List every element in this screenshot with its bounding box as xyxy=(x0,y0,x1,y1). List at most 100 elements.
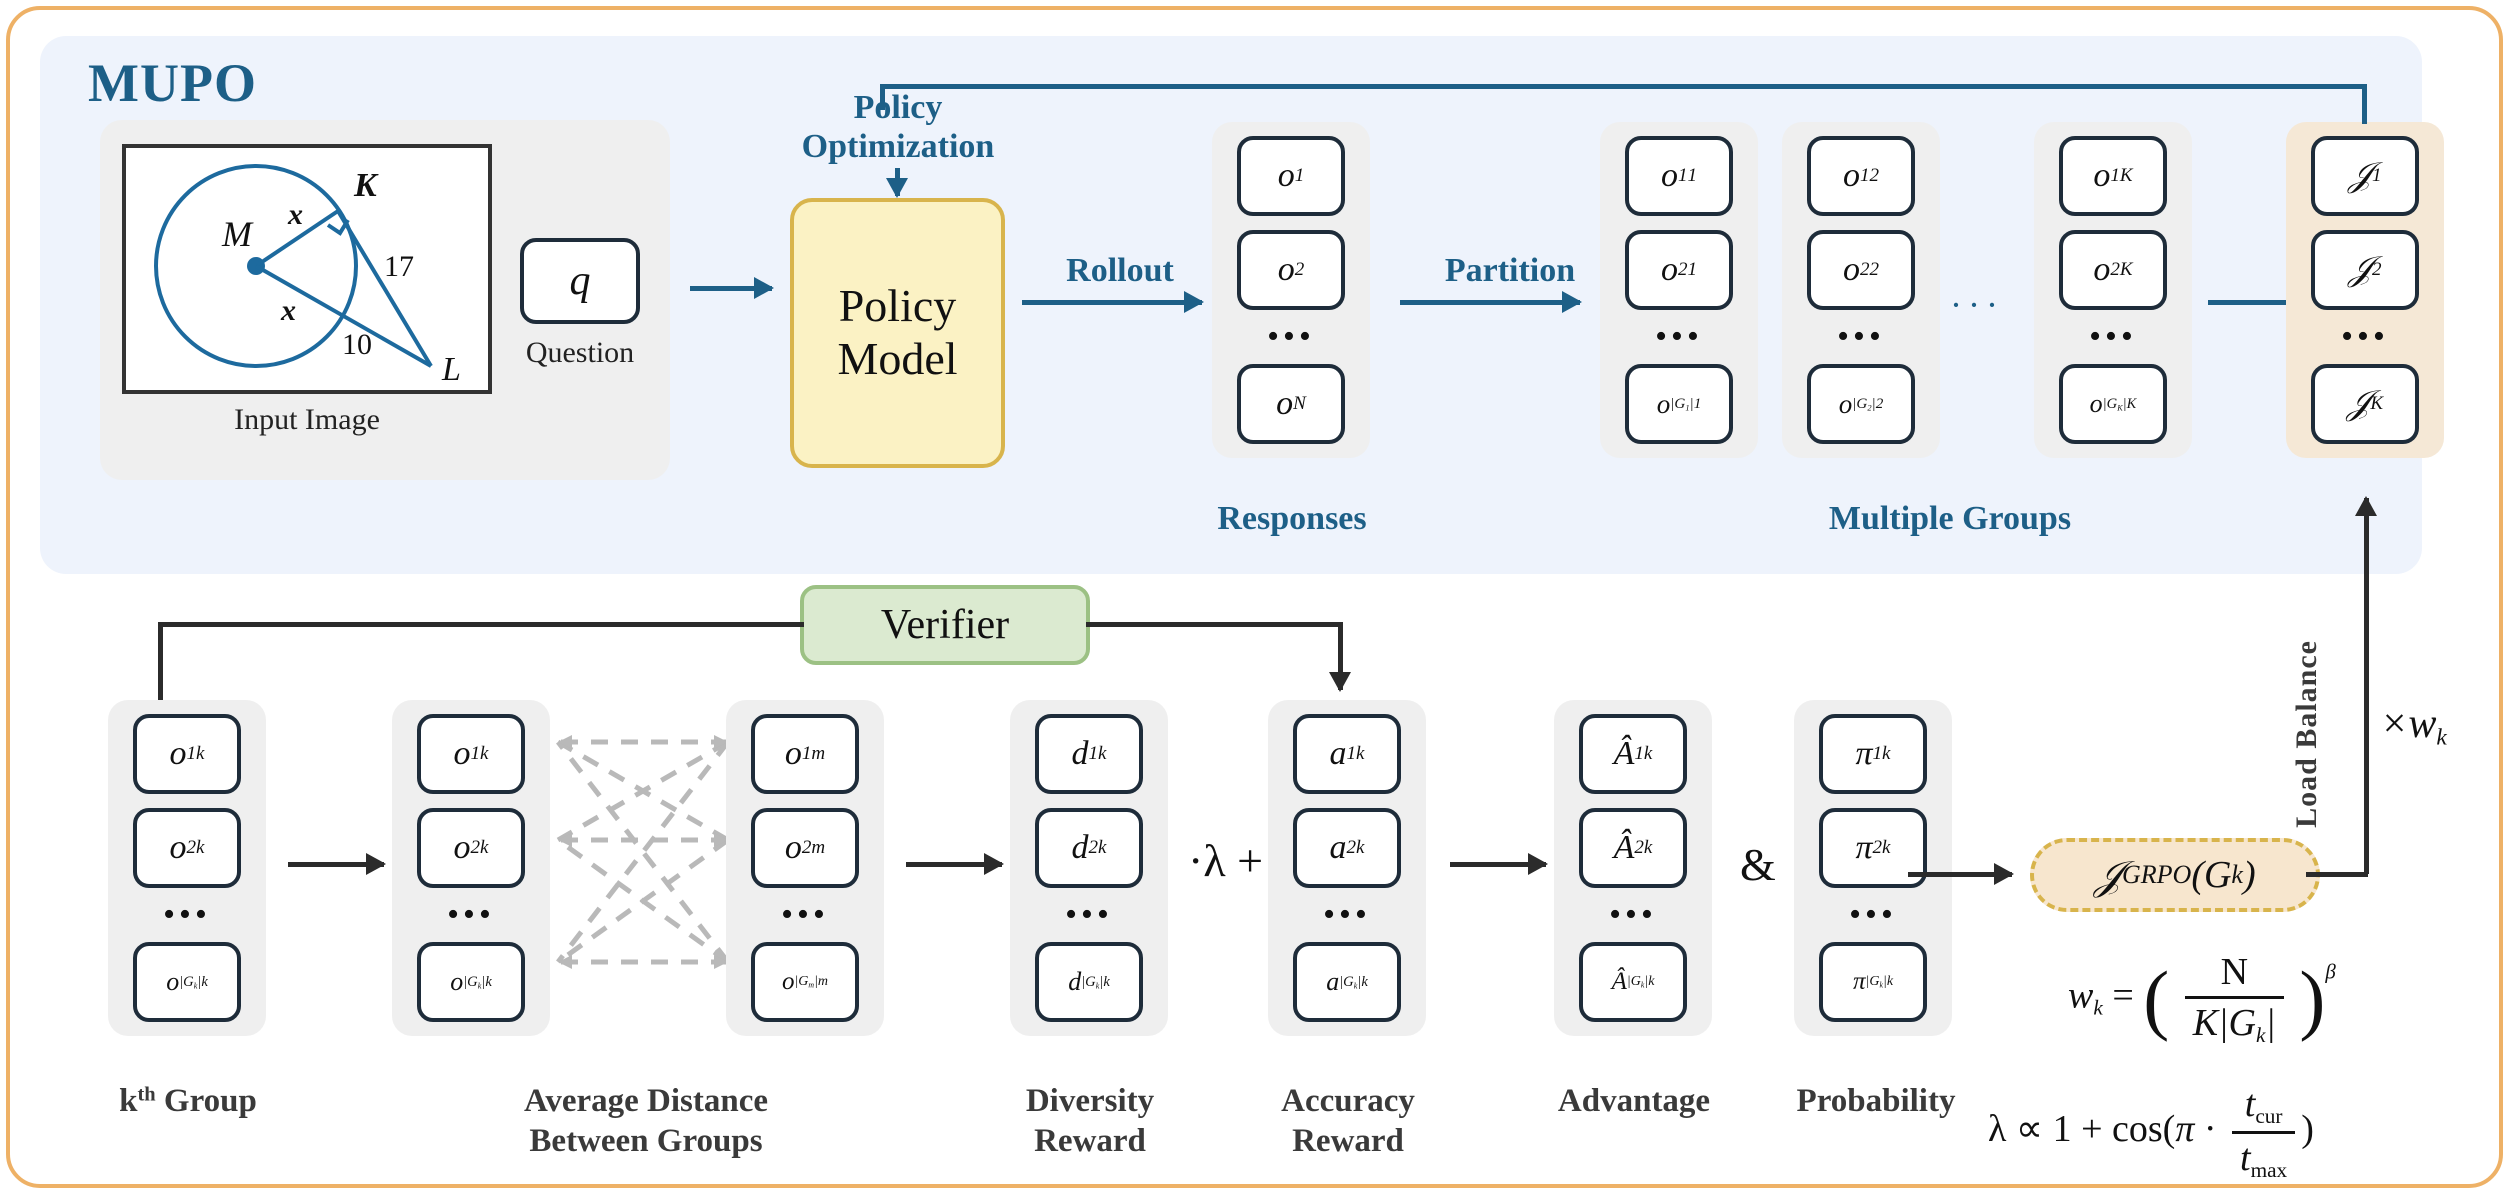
policy-model-box: Policy Model xyxy=(790,198,1005,468)
formula-weight-numerator: N xyxy=(2184,950,2284,999)
partition-label: Partition xyxy=(1444,252,1576,289)
formula-lambda-numerator: tcur xyxy=(2232,1082,2296,1134)
input-image-caption: Input Image xyxy=(234,403,380,436)
arrow-question-to-policy xyxy=(690,277,774,299)
and-operator: & xyxy=(1740,839,1776,890)
feedback-line-vertical-left xyxy=(880,84,885,110)
load-balance-label: Load Balance xyxy=(2290,640,2323,828)
weight-multiplier-label: ×wk xyxy=(2380,701,2447,751)
arrow-partition xyxy=(1400,291,1582,313)
verifier-to-accuracy-arrow xyxy=(1329,622,1351,692)
diversity-ellipsis: ••• xyxy=(1065,895,1113,933)
input-image-group: M K L x x 17 10 Input Image q Question xyxy=(100,120,670,480)
verifier-right-line xyxy=(1086,622,1341,627)
arrow-policy-opt-down xyxy=(886,168,908,198)
page-title: MUPO xyxy=(88,53,257,113)
arrow-accuracy-to-advantage xyxy=(1450,853,1548,875)
svg-text:10: 10 xyxy=(342,328,372,361)
arrow-kth-to-distance xyxy=(288,853,386,875)
svg-text:17: 17 xyxy=(384,250,414,283)
geometry-figure: M K L x x 17 10 xyxy=(122,144,492,394)
formula-weight: wk = ( N K|Gk| )β xyxy=(2068,950,2336,1047)
kth-group-caption: kth Group xyxy=(119,1083,257,1119)
accuracy-caption: Accuracy Reward xyxy=(1281,1083,1415,1159)
question-token: q xyxy=(520,238,640,324)
groups-horizontal-ellipsis: ··· xyxy=(1950,285,2004,325)
svg-text:K: K xyxy=(353,167,379,204)
formula-weight-denominator: K|Gk| xyxy=(2192,1002,2276,1047)
distance-left-cell: o|Gk|k xyxy=(417,942,525,1022)
distance-right-ellipsis: ••• xyxy=(781,895,829,933)
group-cell: o|GK|K xyxy=(2059,364,2167,444)
formula-lambda-denominator: tmax xyxy=(2240,1136,2288,1182)
lambda-operator: ·λ + xyxy=(1188,835,1264,886)
distance-left-ellipsis: ••• xyxy=(447,895,495,933)
distance-dashed-network xyxy=(556,735,730,969)
responses-caption: Responses xyxy=(1217,500,1367,537)
diversity-caption: Diversity Reward xyxy=(1025,1083,1155,1159)
arrow-distance-to-diversity xyxy=(906,853,1004,875)
diversity-cell: d|Gk|k xyxy=(1035,942,1143,1022)
policy-optimization-label: Policy Optimization xyxy=(801,89,995,166)
accuracy-cell: a|Gk|k xyxy=(1293,942,1401,1022)
load-balance-elbow xyxy=(2306,872,2368,877)
geometry-svg: M K L x x 17 10 xyxy=(154,164,461,388)
group-ellipsis: ••• xyxy=(1837,317,1885,355)
multiple-groups-caption: Multiple Groups xyxy=(1828,500,2072,537)
objectives-ellipsis: ••• xyxy=(2341,317,2389,355)
kth-group-ellipsis: ••• xyxy=(163,895,211,933)
feedback-line-horizontal xyxy=(880,84,2367,89)
accuracy-ellipsis: ••• xyxy=(1323,895,1371,933)
verifier-left-drop xyxy=(158,622,163,702)
probability-caption: Probability xyxy=(1796,1083,1956,1119)
distance-right-cell: o|Gm|m xyxy=(751,942,859,1022)
feedback-line-vertical-right xyxy=(2362,84,2367,124)
advantage-cell: Â|Gk|k xyxy=(1579,942,1687,1022)
svg-text:x: x xyxy=(287,198,303,231)
formula-weight-exponent: β xyxy=(2325,959,2336,984)
verifier-box: Verifier xyxy=(800,585,1090,665)
question-caption: Question xyxy=(525,336,635,369)
group-ellipsis: ••• xyxy=(2089,317,2137,355)
svg-text:x: x xyxy=(280,294,296,327)
rollout-label: Rollout xyxy=(1066,252,1174,289)
arrow-rollout xyxy=(1022,291,1204,313)
arrow-probability-to-grpo xyxy=(1908,863,2014,885)
probability-cell: π|Gk|k xyxy=(1819,942,1927,1022)
load-balance-arrow xyxy=(2355,496,2377,874)
formula-lambda: λ ∝ 1 + cos(π · tcur tmax ) xyxy=(1988,1082,2314,1182)
group-ellipsis: ••• xyxy=(1655,317,1703,355)
probability-ellipsis: ••• xyxy=(1849,895,1897,933)
